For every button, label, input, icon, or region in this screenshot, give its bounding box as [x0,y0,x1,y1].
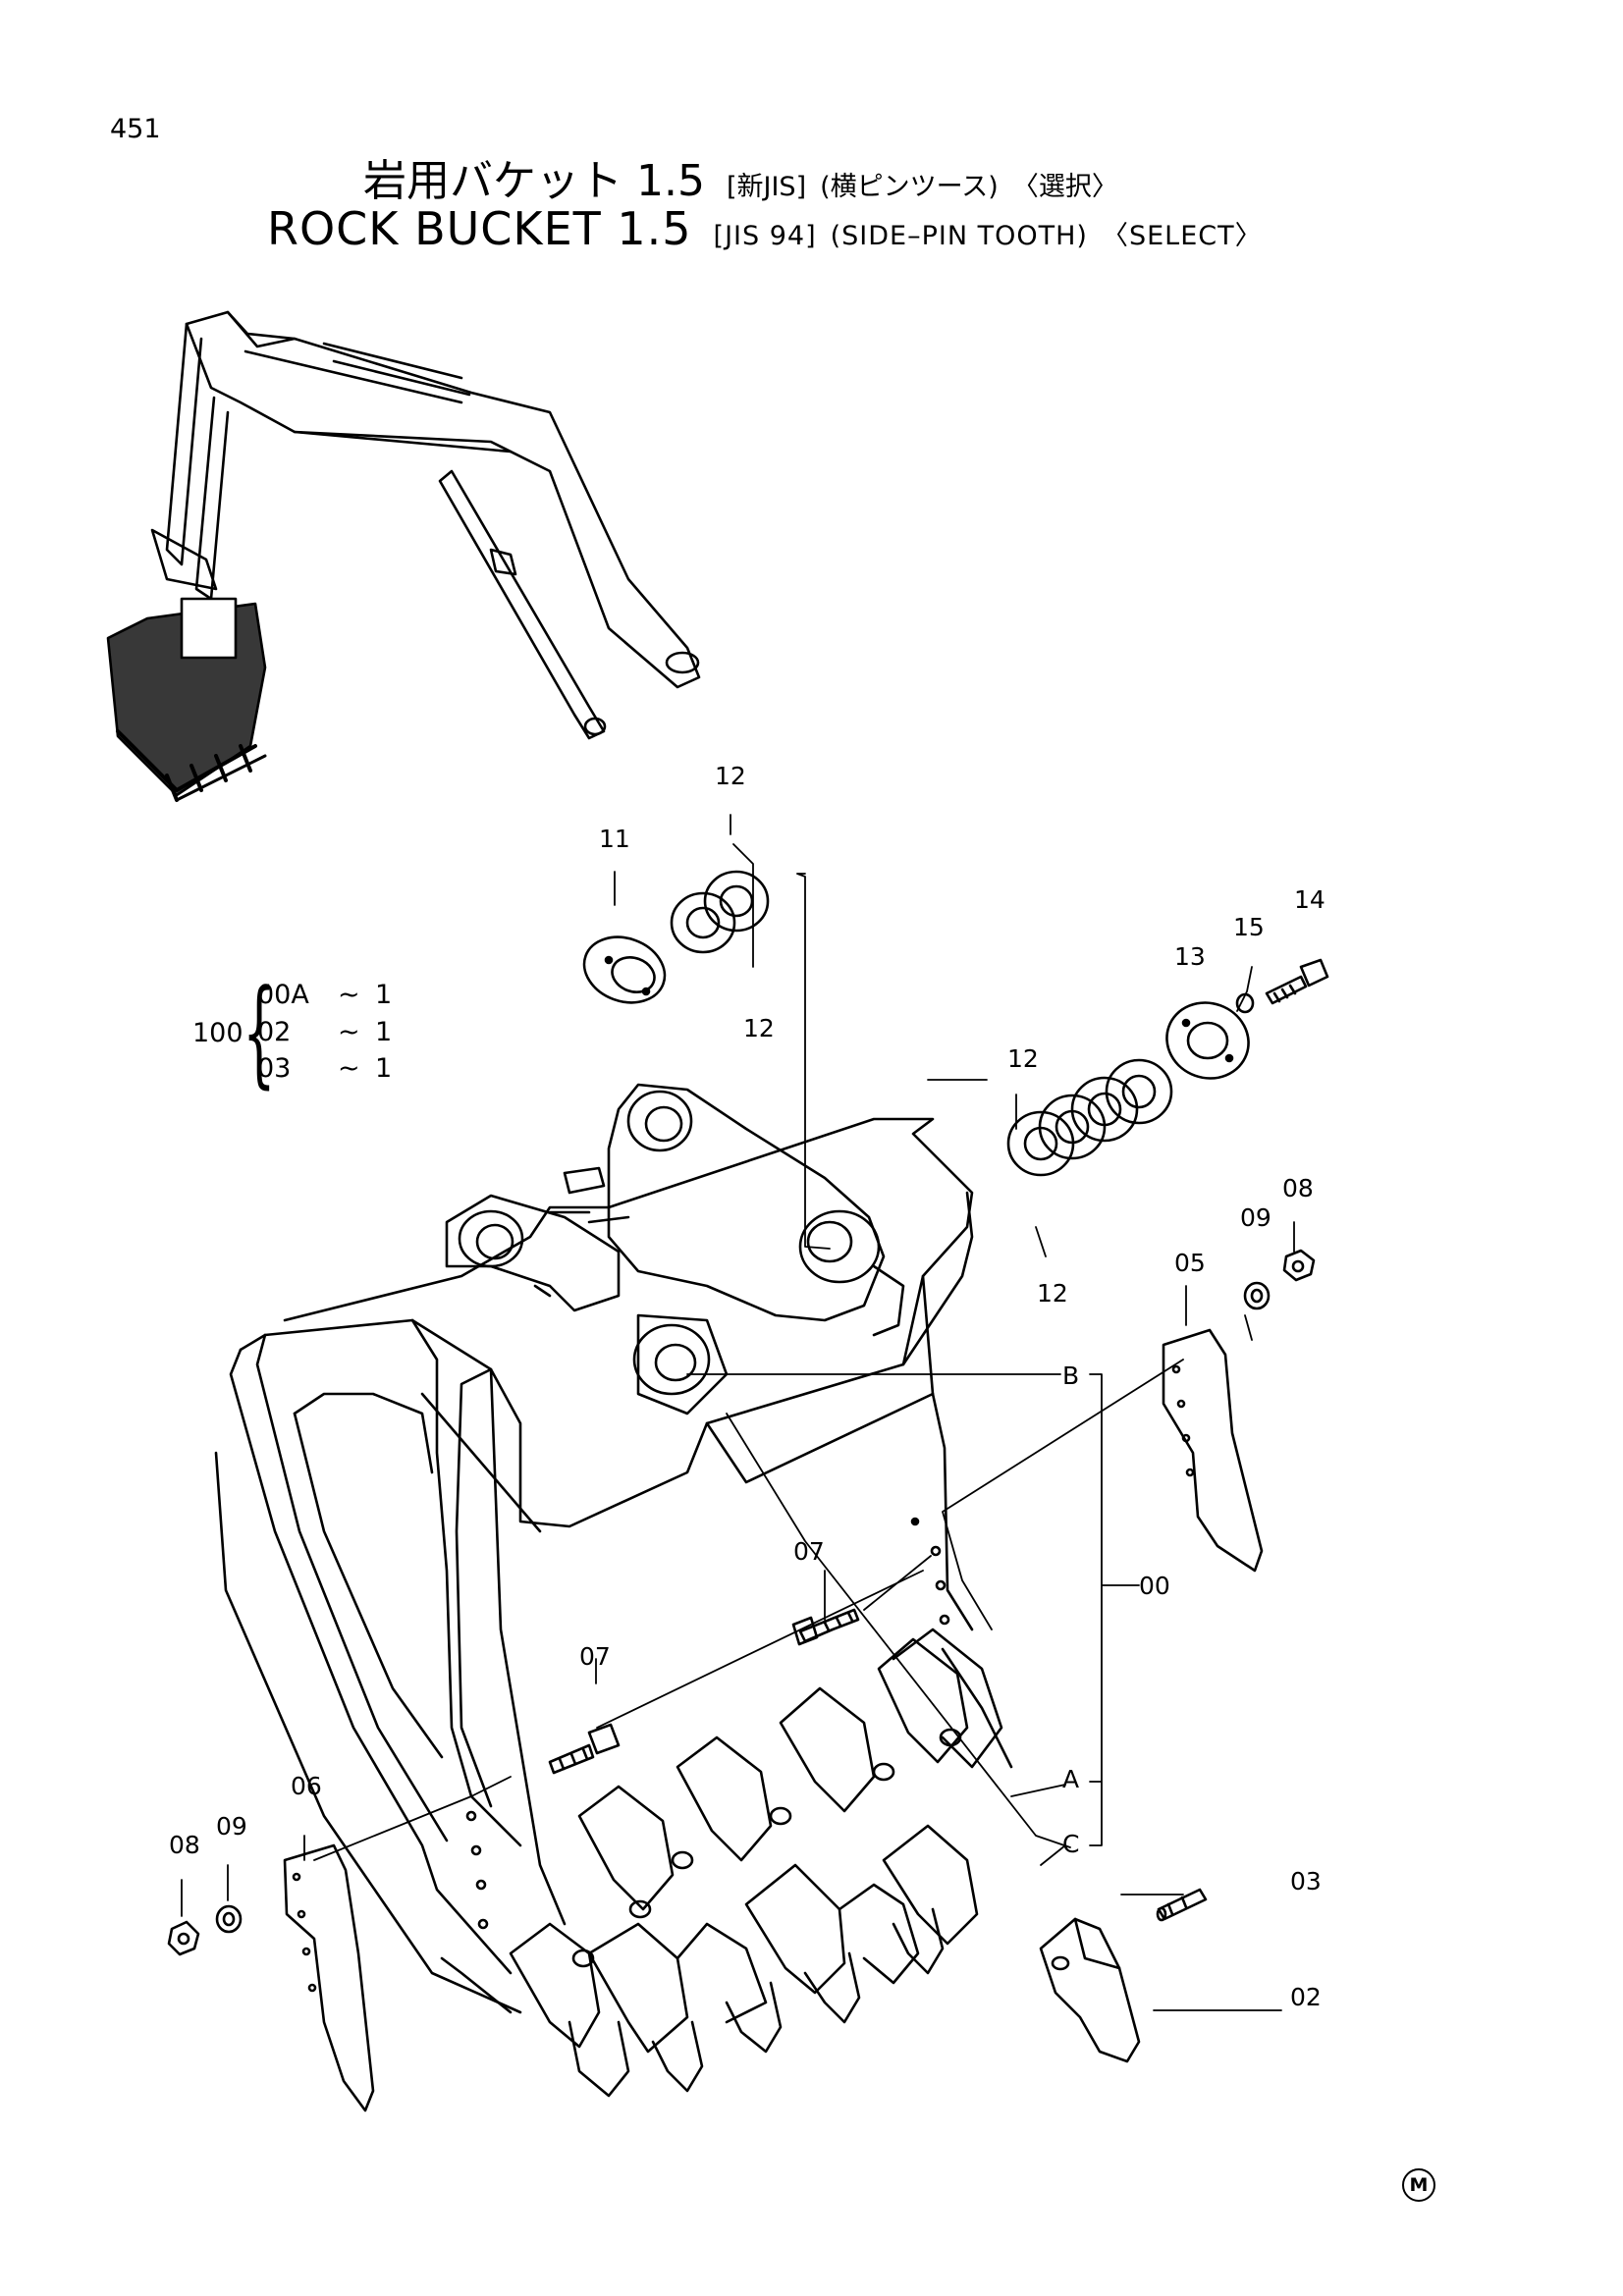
washer-09-right-drawing [1243,1281,1271,1310]
pin-03-drawing [1156,1888,1208,1922]
title-ja-variant: (横ピンツース) [820,172,999,202]
title-japanese: 岩用バケット 1.5 [新JIS] (横ピンツース) 〈選択〉 [363,145,1132,208]
callout-part-c: C [1062,1830,1080,1858]
title-ja-spec: [新JIS] [726,172,807,202]
callout-part-06: 06 [291,1772,322,1800]
callout-part-05: 05 [1174,1249,1206,1277]
kit-row: 00A ~1 [257,980,392,1010]
kit-row-code: 00A [257,980,309,1010]
title-ja-option: 〈選択〉 [1011,172,1118,202]
title-ja-main: 岩用バケット 1.5 [363,156,705,206]
callout-part-15: 15 [1233,913,1265,941]
callout-part-13: 13 [1174,942,1206,971]
tooth-02-drawing [1039,1917,1141,2063]
kit-row-tilde: ~ [338,1053,360,1084]
plate-13-drawing [1165,1001,1250,1080]
kit-row-qty: 1 [375,1053,393,1084]
washer-09-left-drawing [215,1904,243,1934]
callout-part-12: 12 [1007,1044,1039,1073]
title-en-main: ROCK BUCKET 1.5 [267,202,692,255]
callout-part-09: 09 [216,1812,247,1841]
callout-part-08: 08 [1282,1174,1314,1202]
bolt-07-upper-drawing [791,1608,860,1646]
shim-12-right-drawing [1006,1058,1173,1177]
callout-part-a: A [1062,1765,1080,1793]
washer-15-drawing [1235,992,1255,1014]
title-english: ROCK BUCKET 1.5 [JIS 94] (SIDE–PIN TOOTH) 〈… [267,202,1276,255]
callout-part-08: 08 [169,1831,200,1859]
nut-08-left-drawing [167,1920,200,1956]
callout-part-12: 12 [715,762,746,790]
bucket-teeth-drawing [440,1628,1013,2098]
callout-part-09: 09 [1240,1203,1271,1232]
callout-part-11: 11 [599,825,630,853]
kit-number: 100 [192,1018,243,1048]
title-en-variant: (SIDE–PIN TOOTH) [830,221,1088,251]
side-cutter-06-drawing [283,1843,375,2112]
bolt-07-lower-drawing [548,1723,621,1775]
callout-part-12: 12 [1037,1279,1068,1308]
callout-part-00: 00 [1139,1572,1170,1600]
bolt-14-drawing [1265,958,1329,1005]
kit-row-code: 02 [257,1017,292,1047]
kit-row-tilde: ~ [338,980,360,1010]
callout-part-07: 07 [579,1642,611,1671]
rock-bucket-body-drawing [214,1083,974,2014]
callout-part-14: 14 [1294,885,1325,914]
callout-part-07: 07 [793,1537,825,1566]
callout-part-02: 02 [1290,1983,1322,2011]
nut-08-right-drawing [1282,1249,1316,1282]
title-en-spec: [JIS 94] [713,221,817,251]
side-cutter-05-drawing [1162,1328,1264,1573]
kit-row-tilde: ~ [338,1017,360,1047]
callout-part-b: B [1062,1362,1080,1390]
kit-row-qty: 1 [375,980,393,1010]
kit-row: 02 ~1 [257,1017,392,1047]
m-mark-icon: M [1402,2168,1435,2202]
title-en-option: 〈SELECT〉 [1101,221,1263,251]
kit-row: 03 ~1 [257,1053,392,1084]
shim-12-top-drawing [670,870,770,954]
excavator-overview-illustration [106,310,701,802]
kit-row-qty: 1 [375,1017,393,1047]
page-number: 451 [110,114,161,144]
callout-part-12: 12 [743,1014,775,1042]
kit-row-code: 03 [257,1053,292,1084]
callout-part-03: 03 [1290,1867,1322,1896]
kit-brace: { [243,964,276,1099]
boss-11-drawing [582,935,667,1004]
